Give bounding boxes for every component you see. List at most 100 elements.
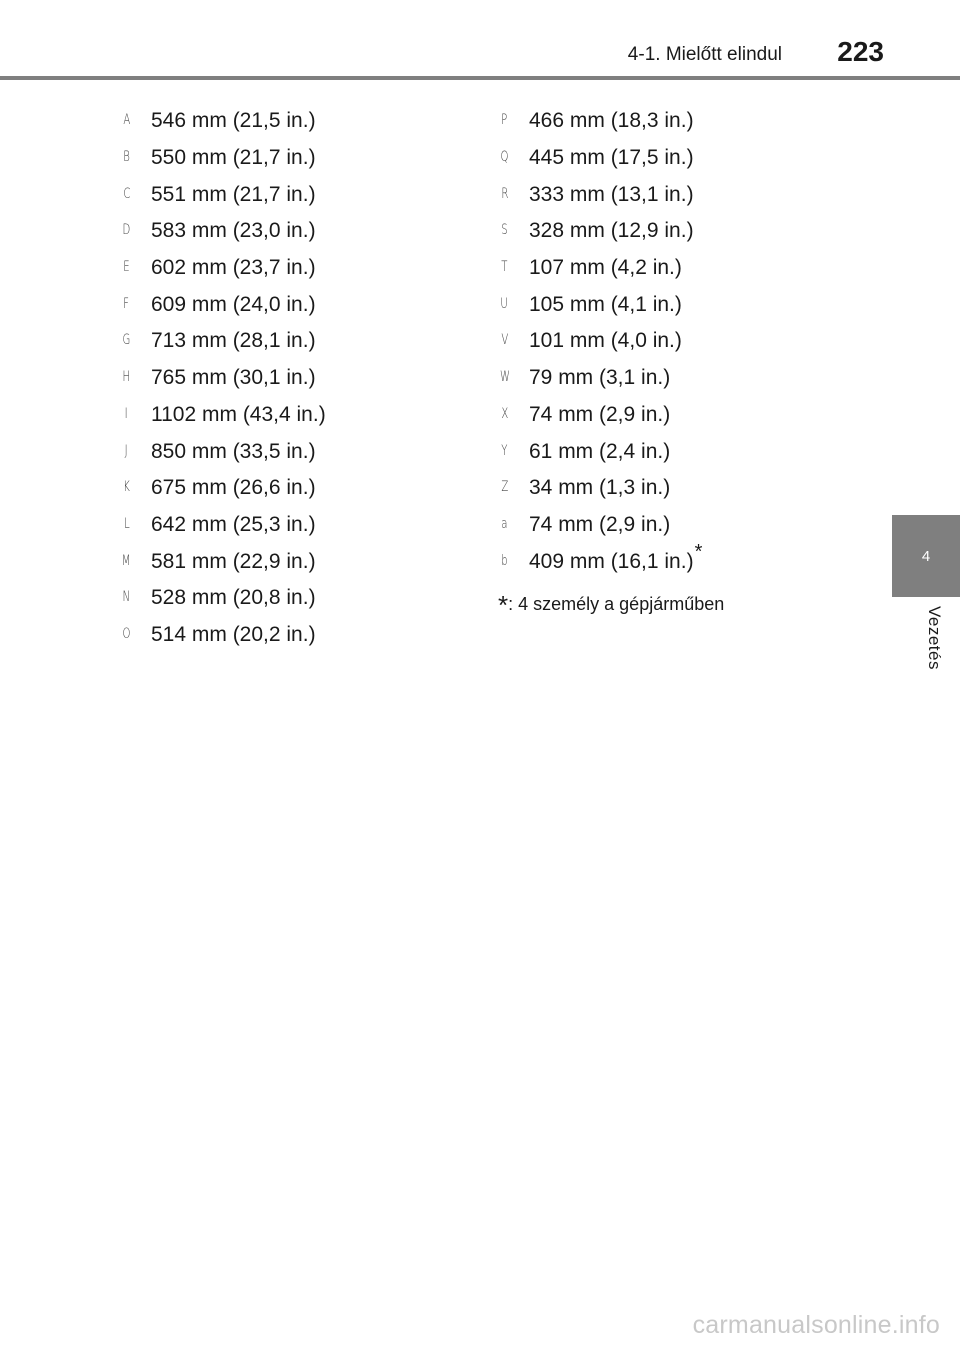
watermark: carmanualsonline.info: [692, 1311, 940, 1339]
dimension-value: 74 mm (2,9 in.): [529, 402, 671, 426]
callout-letter-glyph: R: [500, 185, 508, 202]
callout-letter: F: [116, 296, 137, 312]
dimension-value: 409 mm (16,1 in.): [529, 549, 694, 573]
callout-letter-glyph: b: [501, 552, 508, 569]
callout-letter: S: [494, 222, 515, 238]
dimension-item: S 328 mm (12,9 in.): [494, 213, 702, 250]
dimension-item: a 74 mm (2,9 in.): [494, 507, 702, 544]
callout-letter: T: [494, 259, 515, 275]
callout-letter: I: [116, 406, 137, 422]
page-header: 4-1. Mielőtt elindul 223: [0, 0, 960, 80]
dimension-value: 583 mm (23,0 in.): [151, 219, 316, 243]
dimension-item: Z 34 mm (1,3 in.): [494, 470, 702, 507]
callout-letter: J: [116, 443, 137, 459]
dimension-item: H 765 mm (30,1 in.): [116, 360, 326, 397]
chapter-label: Vezetés: [925, 606, 944, 670]
callout-letter-glyph: M: [122, 552, 131, 569]
callout-letter-glyph: F: [123, 295, 130, 312]
dimension-item: N 528 mm (20,8 in.): [116, 580, 326, 617]
dimension-value: 546 mm (21,5 in.): [151, 109, 316, 133]
dimension-item: O 514 mm (20,2 in.): [116, 617, 326, 654]
dimension-item: Q 445 mm (17,5 in.): [494, 140, 702, 177]
dimension-item: X 74 mm (2,9 in.): [494, 397, 702, 434]
callout-letter-glyph: Q: [500, 149, 509, 166]
callout-letter-glyph: N: [122, 589, 131, 606]
callout-letter: V: [494, 332, 515, 348]
footnote-reference-mark: *: [694, 541, 703, 564]
dimension-value: 609 mm (24,0 in.): [151, 292, 316, 316]
callout-letter: M: [116, 553, 137, 569]
callout-letter: Q: [494, 149, 515, 165]
callout-letter: b: [494, 553, 515, 569]
dimension-item: D 583 mm (23,0 in.): [116, 213, 326, 250]
callout-letter-glyph: D: [122, 222, 131, 239]
dimension-item: P 466 mm (18,3 in.): [494, 103, 702, 140]
callout-letter: A: [116, 112, 137, 128]
dimension-value: 1102 mm (43,4 in.): [151, 402, 326, 426]
callout-letter: W: [494, 369, 515, 385]
callout-letter: Y: [494, 443, 515, 459]
callout-letter-glyph: K: [123, 479, 130, 496]
callout-letter: G: [116, 332, 137, 348]
callout-letter: C: [116, 186, 137, 202]
footnote-text: : 4 személy a gépjárműben: [508, 594, 725, 614]
dimension-item: U 105 mm (4,1 in.): [494, 286, 702, 323]
callout-letter: O: [116, 626, 137, 642]
dimension-value: 765 mm (30,1 in.): [151, 366, 316, 390]
callout-letter-glyph: G: [122, 332, 131, 349]
dimension-value: 74 mm (2,9 in.): [529, 512, 671, 536]
dimension-item: I 1102 mm (43,4 in.): [116, 397, 326, 434]
dimension-value: 105 mm (4,1 in.): [529, 292, 682, 316]
callout-letter-glyph: W: [499, 369, 510, 386]
callout-letter: N: [116, 589, 137, 605]
dimension-value: 602 mm (23,7 in.): [151, 256, 316, 280]
chapter-number: 4: [921, 547, 931, 565]
callout-letter-glyph: a: [501, 515, 508, 532]
dimension-item: A 546 mm (21,5 in.): [116, 103, 326, 140]
callout-letter-glyph: C: [122, 185, 131, 202]
dimension-value: 642 mm (25,3 in.): [151, 512, 316, 536]
dimension-value: 328 mm (12,9 in.): [529, 219, 694, 243]
dimension-item: J 850 mm (33,5 in.): [116, 433, 326, 470]
callout-letter-glyph: B: [123, 149, 130, 166]
dimension-value: 581 mm (22,9 in.): [151, 549, 316, 573]
callout-letter: X: [494, 406, 515, 422]
callout-letter: H: [116, 369, 137, 385]
callout-letter-glyph: X: [501, 405, 508, 422]
dimension-item: W 79 mm (3,1 in.): [494, 360, 702, 397]
callout-letter-glyph: U: [500, 295, 509, 312]
callout-letter: E: [116, 259, 137, 275]
callout-letter-glyph: T: [501, 259, 508, 276]
callout-letter-glyph: P: [501, 112, 508, 129]
callout-letter: B: [116, 149, 137, 165]
chapter-tab: 4: [892, 515, 960, 597]
dimension-value: 528 mm (20,8 in.): [151, 586, 316, 610]
dimension-value: 333 mm (13,1 in.): [529, 182, 694, 206]
callout-letter: U: [494, 296, 515, 312]
callout-letter-glyph: I: [125, 405, 128, 422]
dimension-value: 466 mm (18,3 in.): [529, 109, 694, 133]
dimension-item: V 101 mm (4,0 in.): [494, 323, 702, 360]
dimension-item: E 602 mm (23,7 in.): [116, 250, 326, 287]
callout-letter-glyph: E: [123, 259, 130, 276]
callout-letter: Z: [494, 479, 515, 495]
dimension-list-right: P 466 mm (18,3 in.) Q 445 mm (17,5 in.) R 333…: [494, 103, 703, 580]
dimension-item: K 675 mm (26,6 in.): [116, 470, 326, 507]
callout-letter: a: [494, 516, 515, 532]
dimension-value: 445 mm (17,5 in.): [529, 146, 694, 170]
callout-letter: K: [116, 479, 137, 495]
dimension-value: 101 mm (4,0 in.): [529, 329, 682, 353]
dimension-value: 850 mm (33,5 in.): [151, 439, 316, 463]
dimension-value: 34 mm (1,3 in.): [529, 476, 671, 500]
dimension-value: 675 mm (26,6 in.): [151, 476, 316, 500]
callout-letter-glyph: O: [122, 625, 131, 642]
footnote: *: 4 személy a gépjárműben: [498, 586, 725, 620]
dimension-value: 79 mm (3,1 in.): [529, 366, 671, 390]
footnote-mark: *: [498, 590, 509, 620]
dimension-value: 514 mm (20,2 in.): [151, 622, 316, 646]
header-divider: [0, 76, 960, 80]
